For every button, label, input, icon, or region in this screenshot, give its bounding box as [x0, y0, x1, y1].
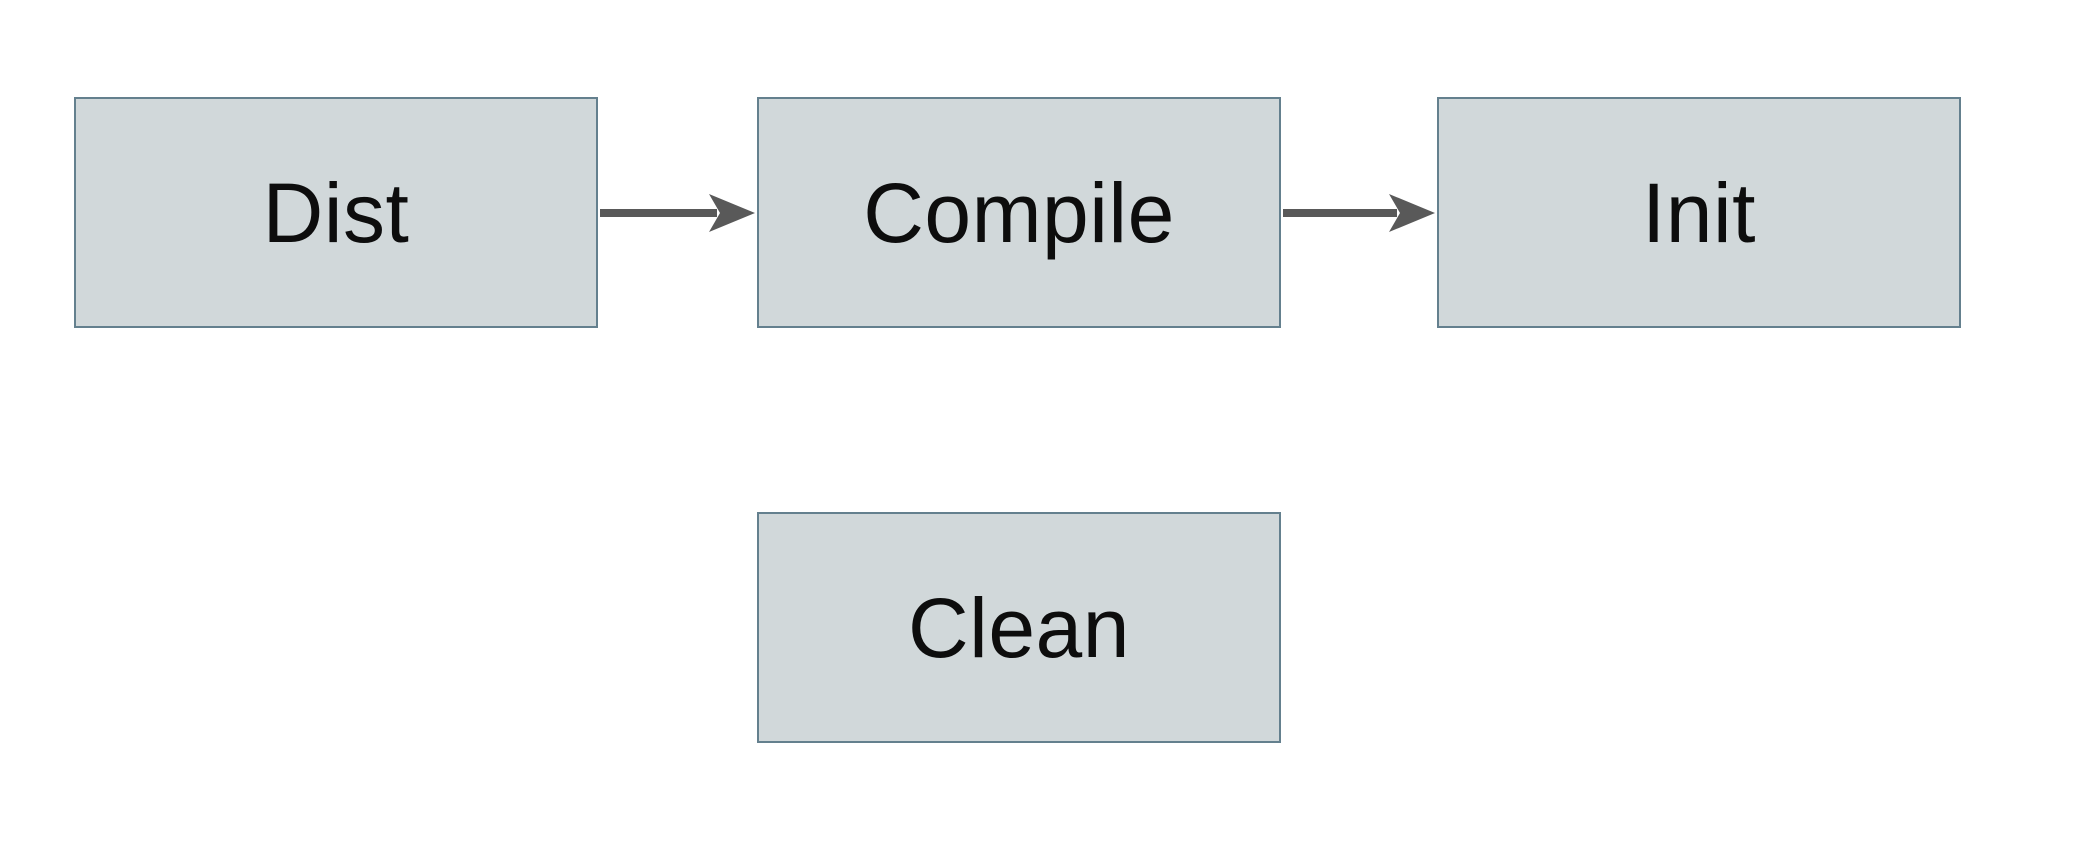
node-clean-label: Clean: [908, 580, 1130, 675]
node-compile-label: Compile: [863, 165, 1175, 260]
node-compile: Compile: [757, 97, 1281, 328]
node-init: Init: [1437, 97, 1961, 328]
node-clean: Clean: [757, 512, 1281, 743]
node-dist: Dist: [74, 97, 598, 328]
node-init-label: Init: [1641, 165, 1757, 260]
node-dist-label: Dist: [262, 165, 410, 260]
arrow-dist-to-compile: [600, 194, 755, 232]
arrow-compile-to-init: [1283, 194, 1435, 232]
